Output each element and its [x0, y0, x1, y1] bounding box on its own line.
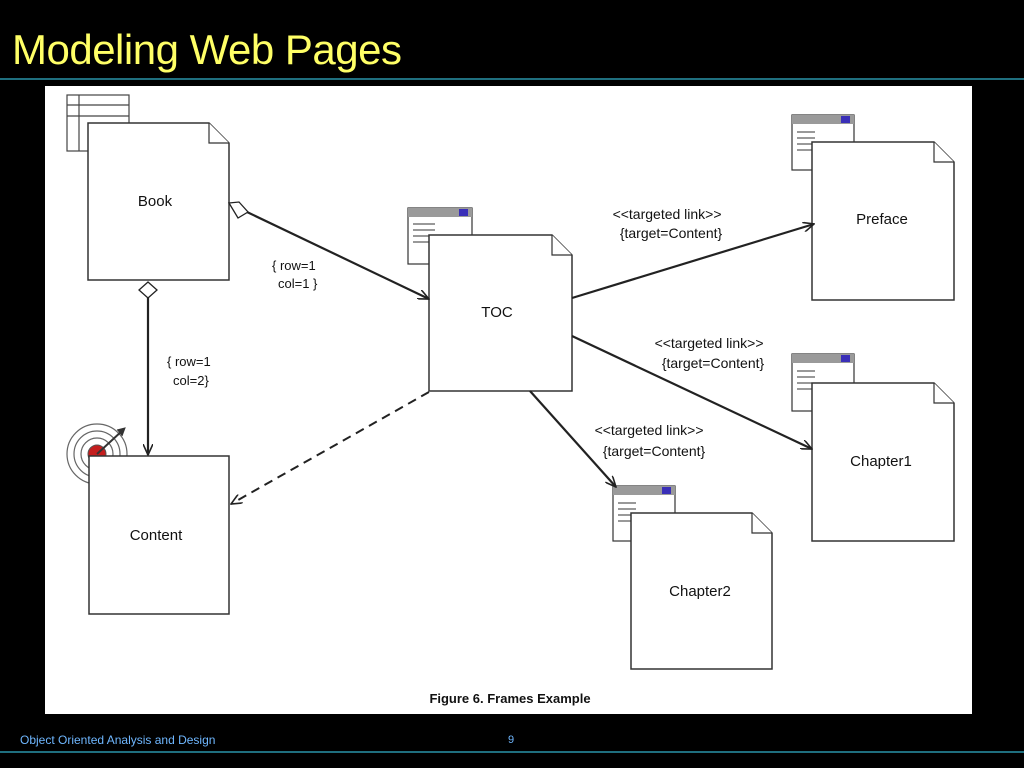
title-divider — [0, 78, 1024, 80]
content-node: Content — [88, 455, 230, 615]
label-toc-preface: <<targeted link>> {target=Content} — [613, 206, 726, 241]
chapter1-node: Chapter1 — [811, 382, 955, 542]
book-label: Book — [138, 193, 173, 210]
label-book-toc: { row=1 col=1 } — [272, 258, 319, 291]
edge-toc-chapter2 — [529, 390, 616, 487]
diagram-panel: Book Content TOC Prefac — [45, 86, 972, 714]
edge-book-content — [138, 281, 158, 455]
label-book-content: { row=1 col=2} — [167, 354, 214, 388]
toc-label: TOC — [481, 304, 513, 321]
chapter2-label: Chapter2 — [669, 583, 731, 600]
figure-caption: Figure 6. Frames Example — [429, 691, 590, 706]
preface-node: Preface — [811, 141, 955, 301]
edge-book-toc — [227, 201, 429, 300]
content-label: Content — [130, 527, 183, 544]
edge-toc-preface — [571, 224, 814, 300]
label-toc-chapter1: <<targeted link>> {target=Content} — [655, 335, 768, 371]
page-number: 9 — [508, 734, 515, 746]
footer-course-title: Object Oriented Analysis and Design — [20, 733, 216, 747]
chapter1-label: Chapter1 — [850, 453, 912, 470]
label-toc-chapter2: <<targeted link>> {target=Content} — [595, 422, 708, 459]
edge-toc-chapter1 — [571, 335, 812, 450]
edge-toc-content — [231, 391, 430, 504]
book-node: Book — [87, 122, 230, 281]
slide-title: Modeling Web Pages — [12, 26, 402, 73]
preface-label: Preface — [856, 211, 908, 228]
footer-divider — [0, 751, 1024, 753]
chapter2-node: Chapter2 — [630, 512, 773, 670]
toc-node: TOC — [428, 234, 573, 392]
frames-diagram: Book Content TOC Prefac — [66, 94, 955, 706]
